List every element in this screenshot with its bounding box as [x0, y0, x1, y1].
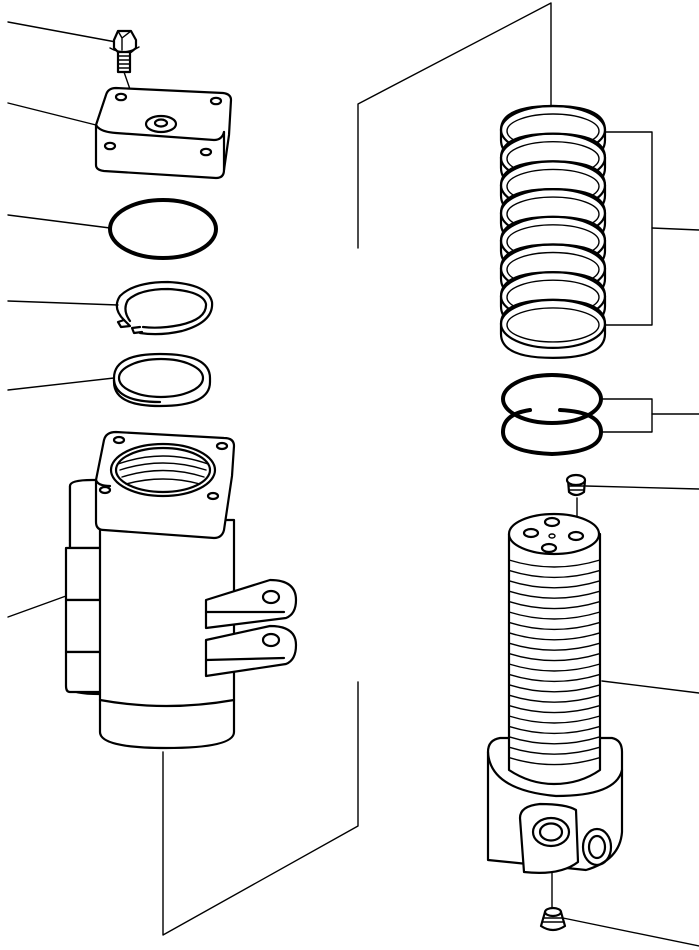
swivel-body [66, 432, 296, 748]
assembly-path-bottom [163, 682, 358, 935]
leader-ring [8, 378, 114, 390]
seal-ring [501, 300, 605, 358]
leader-swivel-shaft [602, 681, 699, 693]
leader-plug-bottom [563, 918, 699, 946]
ring [114, 354, 210, 406]
leader-seal-rings [606, 132, 652, 325]
leader-o-ring [8, 215, 110, 228]
assembly-path-top [358, 3, 551, 248]
leader-cover-plate [8, 103, 96, 125]
leader-swivel-body [8, 596, 66, 617]
cover-plate [96, 88, 231, 178]
leader-plug-top [586, 486, 699, 489]
leader-bolt [8, 22, 116, 42]
plug-top [567, 475, 585, 495]
bolt [110, 31, 139, 72]
leader-seal-rings-tail [652, 228, 699, 230]
leader-snap-ring [8, 301, 118, 305]
leader-lines [8, 22, 699, 946]
snap-ring [117, 282, 212, 334]
plug-bottom [541, 908, 565, 930]
swivel-shaft [488, 514, 622, 873]
leader-o-rings [600, 399, 652, 432]
o-rings-right [503, 375, 601, 454]
seal-rings [501, 106, 605, 358]
o-ring-left [110, 200, 216, 258]
